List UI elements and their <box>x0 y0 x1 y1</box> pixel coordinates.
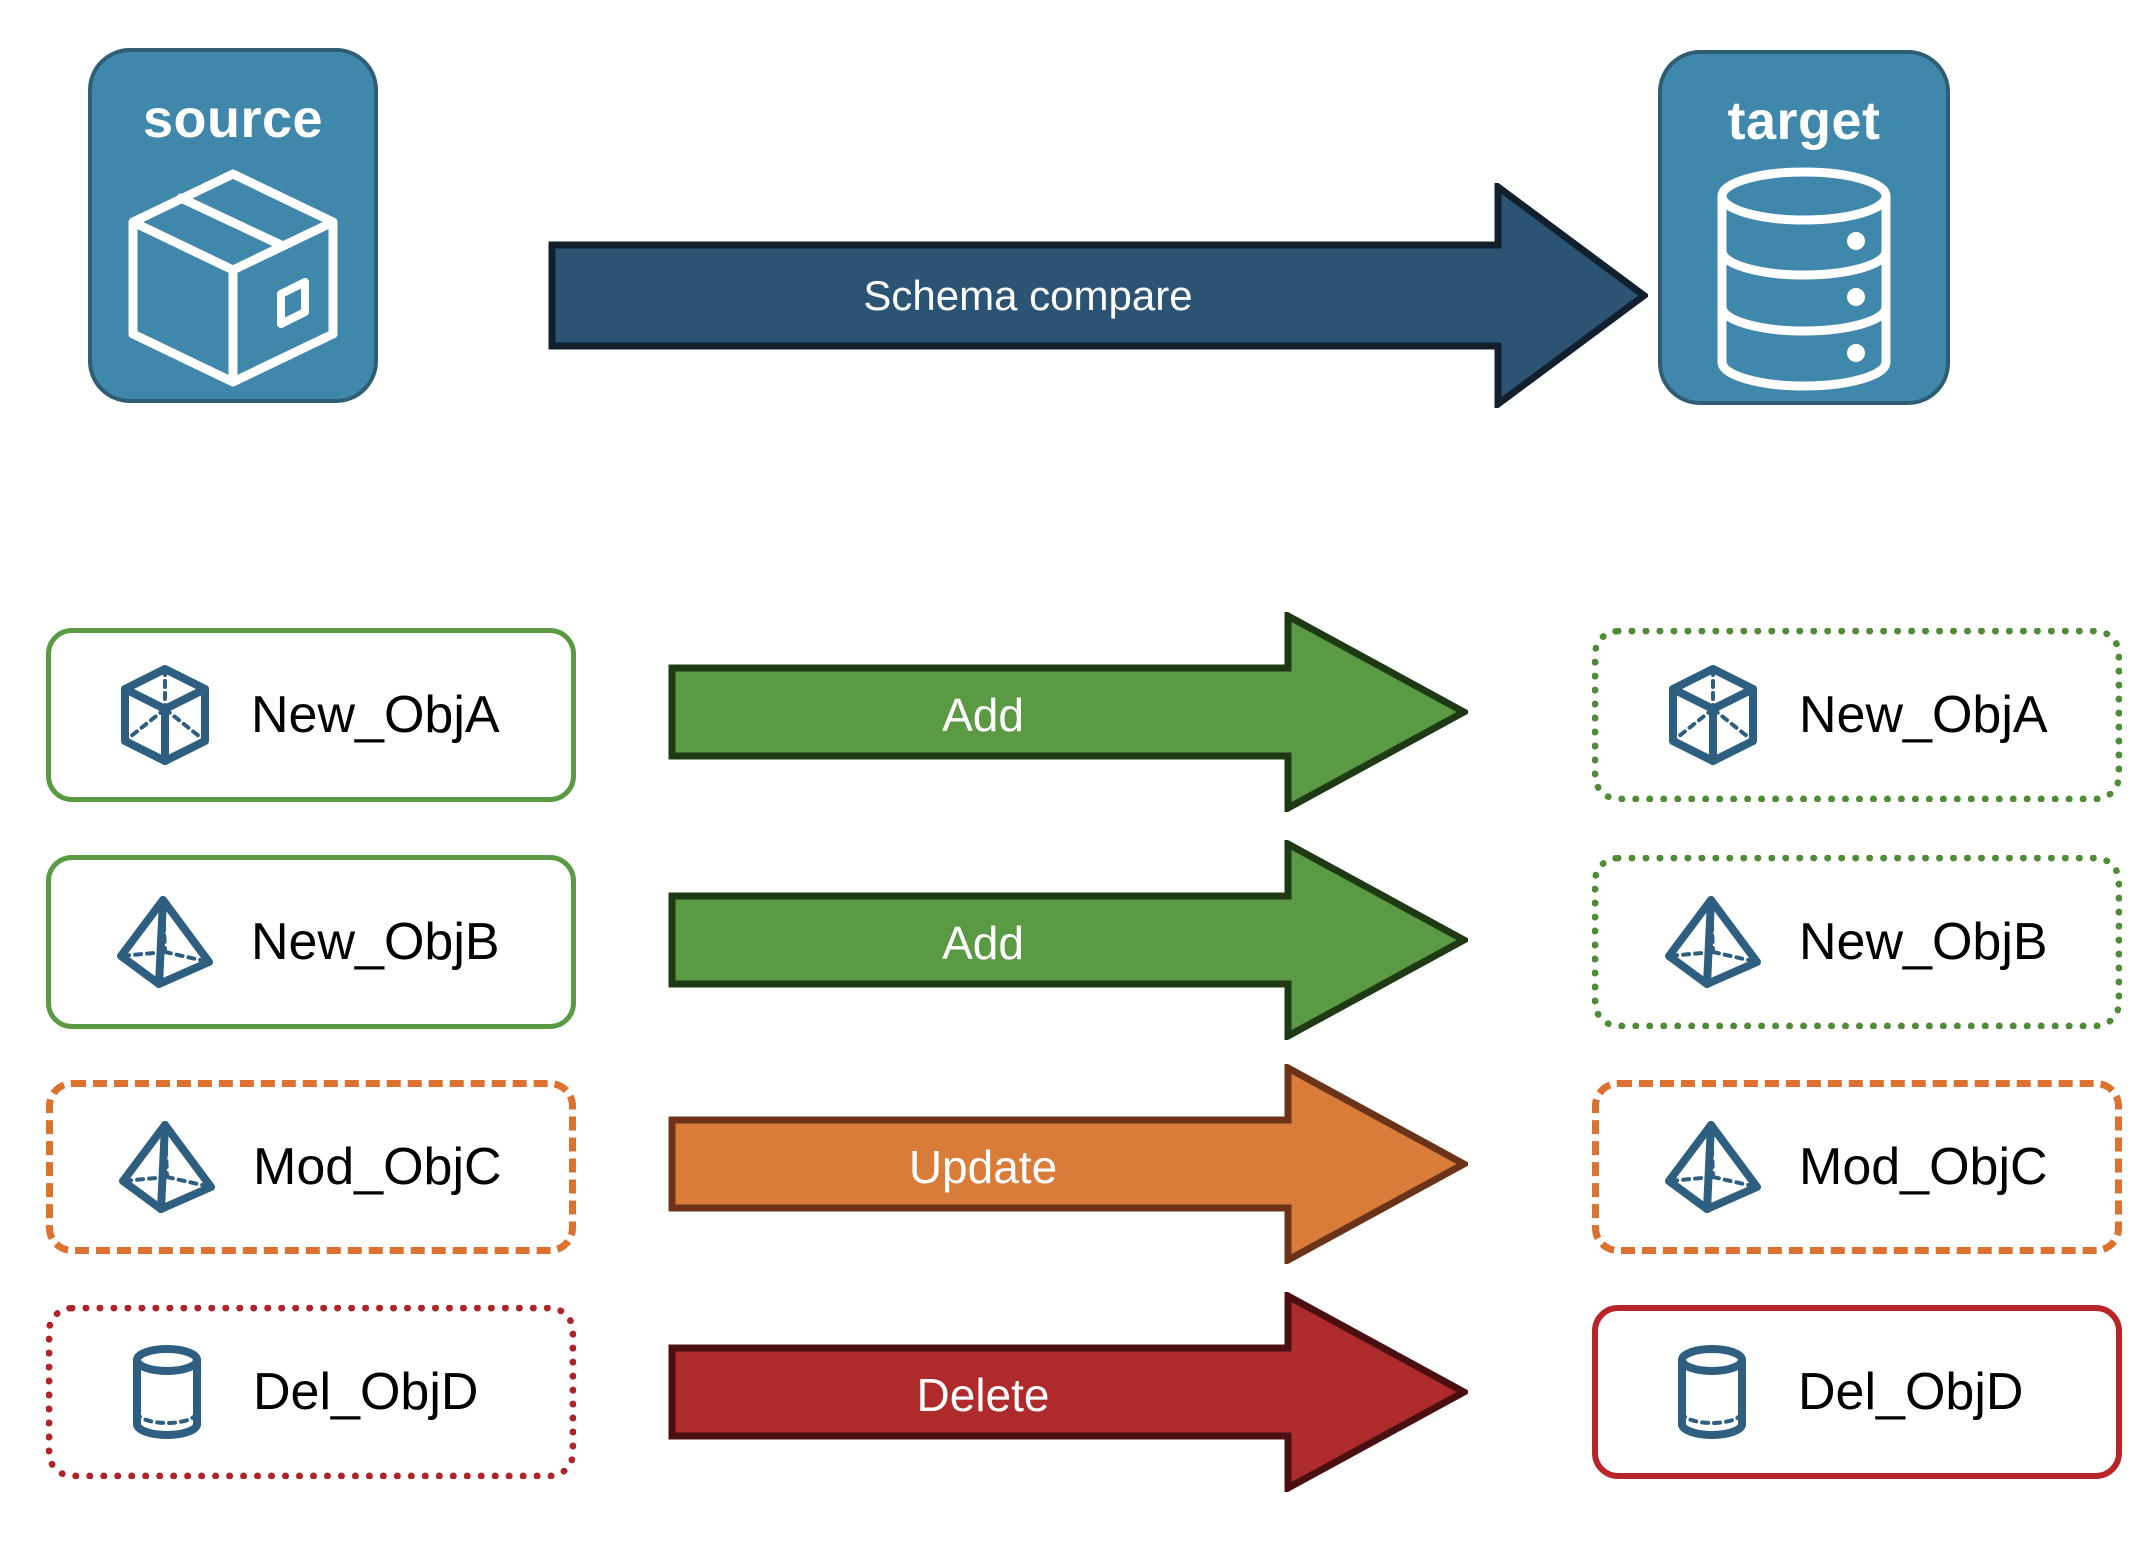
source-object-label-1: New_ObjA <box>251 686 500 744</box>
source-object-row-4[interactable]: Del_ObjD <box>46 1305 576 1479</box>
source-object-row-3[interactable]: Mod_ObjC <box>46 1080 576 1254</box>
target-object-label-3: Mod_ObjC <box>1799 1138 2048 1196</box>
wireframe-cylinder-icon <box>1660 1340 1764 1444</box>
wireframe-pyramid-icon <box>1661 1115 1765 1219</box>
target-object-label-2: New_ObjB <box>1799 913 2048 971</box>
schema-compare-arrow[interactable]: Schema compare <box>548 183 1648 408</box>
source-object-label-3: Mod_ObjC <box>253 1138 502 1196</box>
wireframe-pyramid-icon <box>113 890 217 994</box>
action-arrow-add-1[interactable]: Add <box>668 612 1468 812</box>
wireframe-pyramid-icon <box>115 1115 219 1219</box>
target-object-row-1[interactable]: New_ObjA <box>1592 628 2122 802</box>
source-object-row-1[interactable]: New_ObjA <box>46 628 576 802</box>
package-box-icon <box>113 164 353 399</box>
wireframe-cylinder-icon <box>115 1340 219 1444</box>
target-object-label-4: Del_ObjD <box>1798 1363 2024 1421</box>
source-object-label-2: New_ObjB <box>251 913 500 971</box>
source-title: source <box>142 89 324 149</box>
action-arrow-add-2[interactable]: Add <box>668 840 1468 1040</box>
source-object-row-2[interactable]: New_ObjB <box>46 855 576 1029</box>
source-endpoint-card[interactable]: source <box>88 48 378 403</box>
action-arrow-delete[interactable]: Delete <box>668 1292 1468 1492</box>
action-arrow-update[interactable]: Update <box>668 1064 1468 1264</box>
target-object-row-2[interactable]: New_ObjB <box>1592 855 2122 1029</box>
target-object-label-1: New_ObjA <box>1799 686 2048 744</box>
wireframe-pyramid-icon <box>1661 890 1765 994</box>
source-object-label-4: Del_ObjD <box>253 1363 479 1421</box>
wireframe-cube-icon <box>113 663 217 767</box>
target-object-row-3[interactable]: Mod_ObjC <box>1592 1080 2122 1254</box>
database-cylinder-icon <box>1704 166 1904 401</box>
target-object-row-4[interactable]: Del_ObjD <box>1592 1305 2122 1479</box>
wireframe-cube-icon <box>1661 663 1765 767</box>
target-title: target <box>1727 91 1881 151</box>
target-endpoint-card[interactable]: target <box>1658 50 1950 405</box>
